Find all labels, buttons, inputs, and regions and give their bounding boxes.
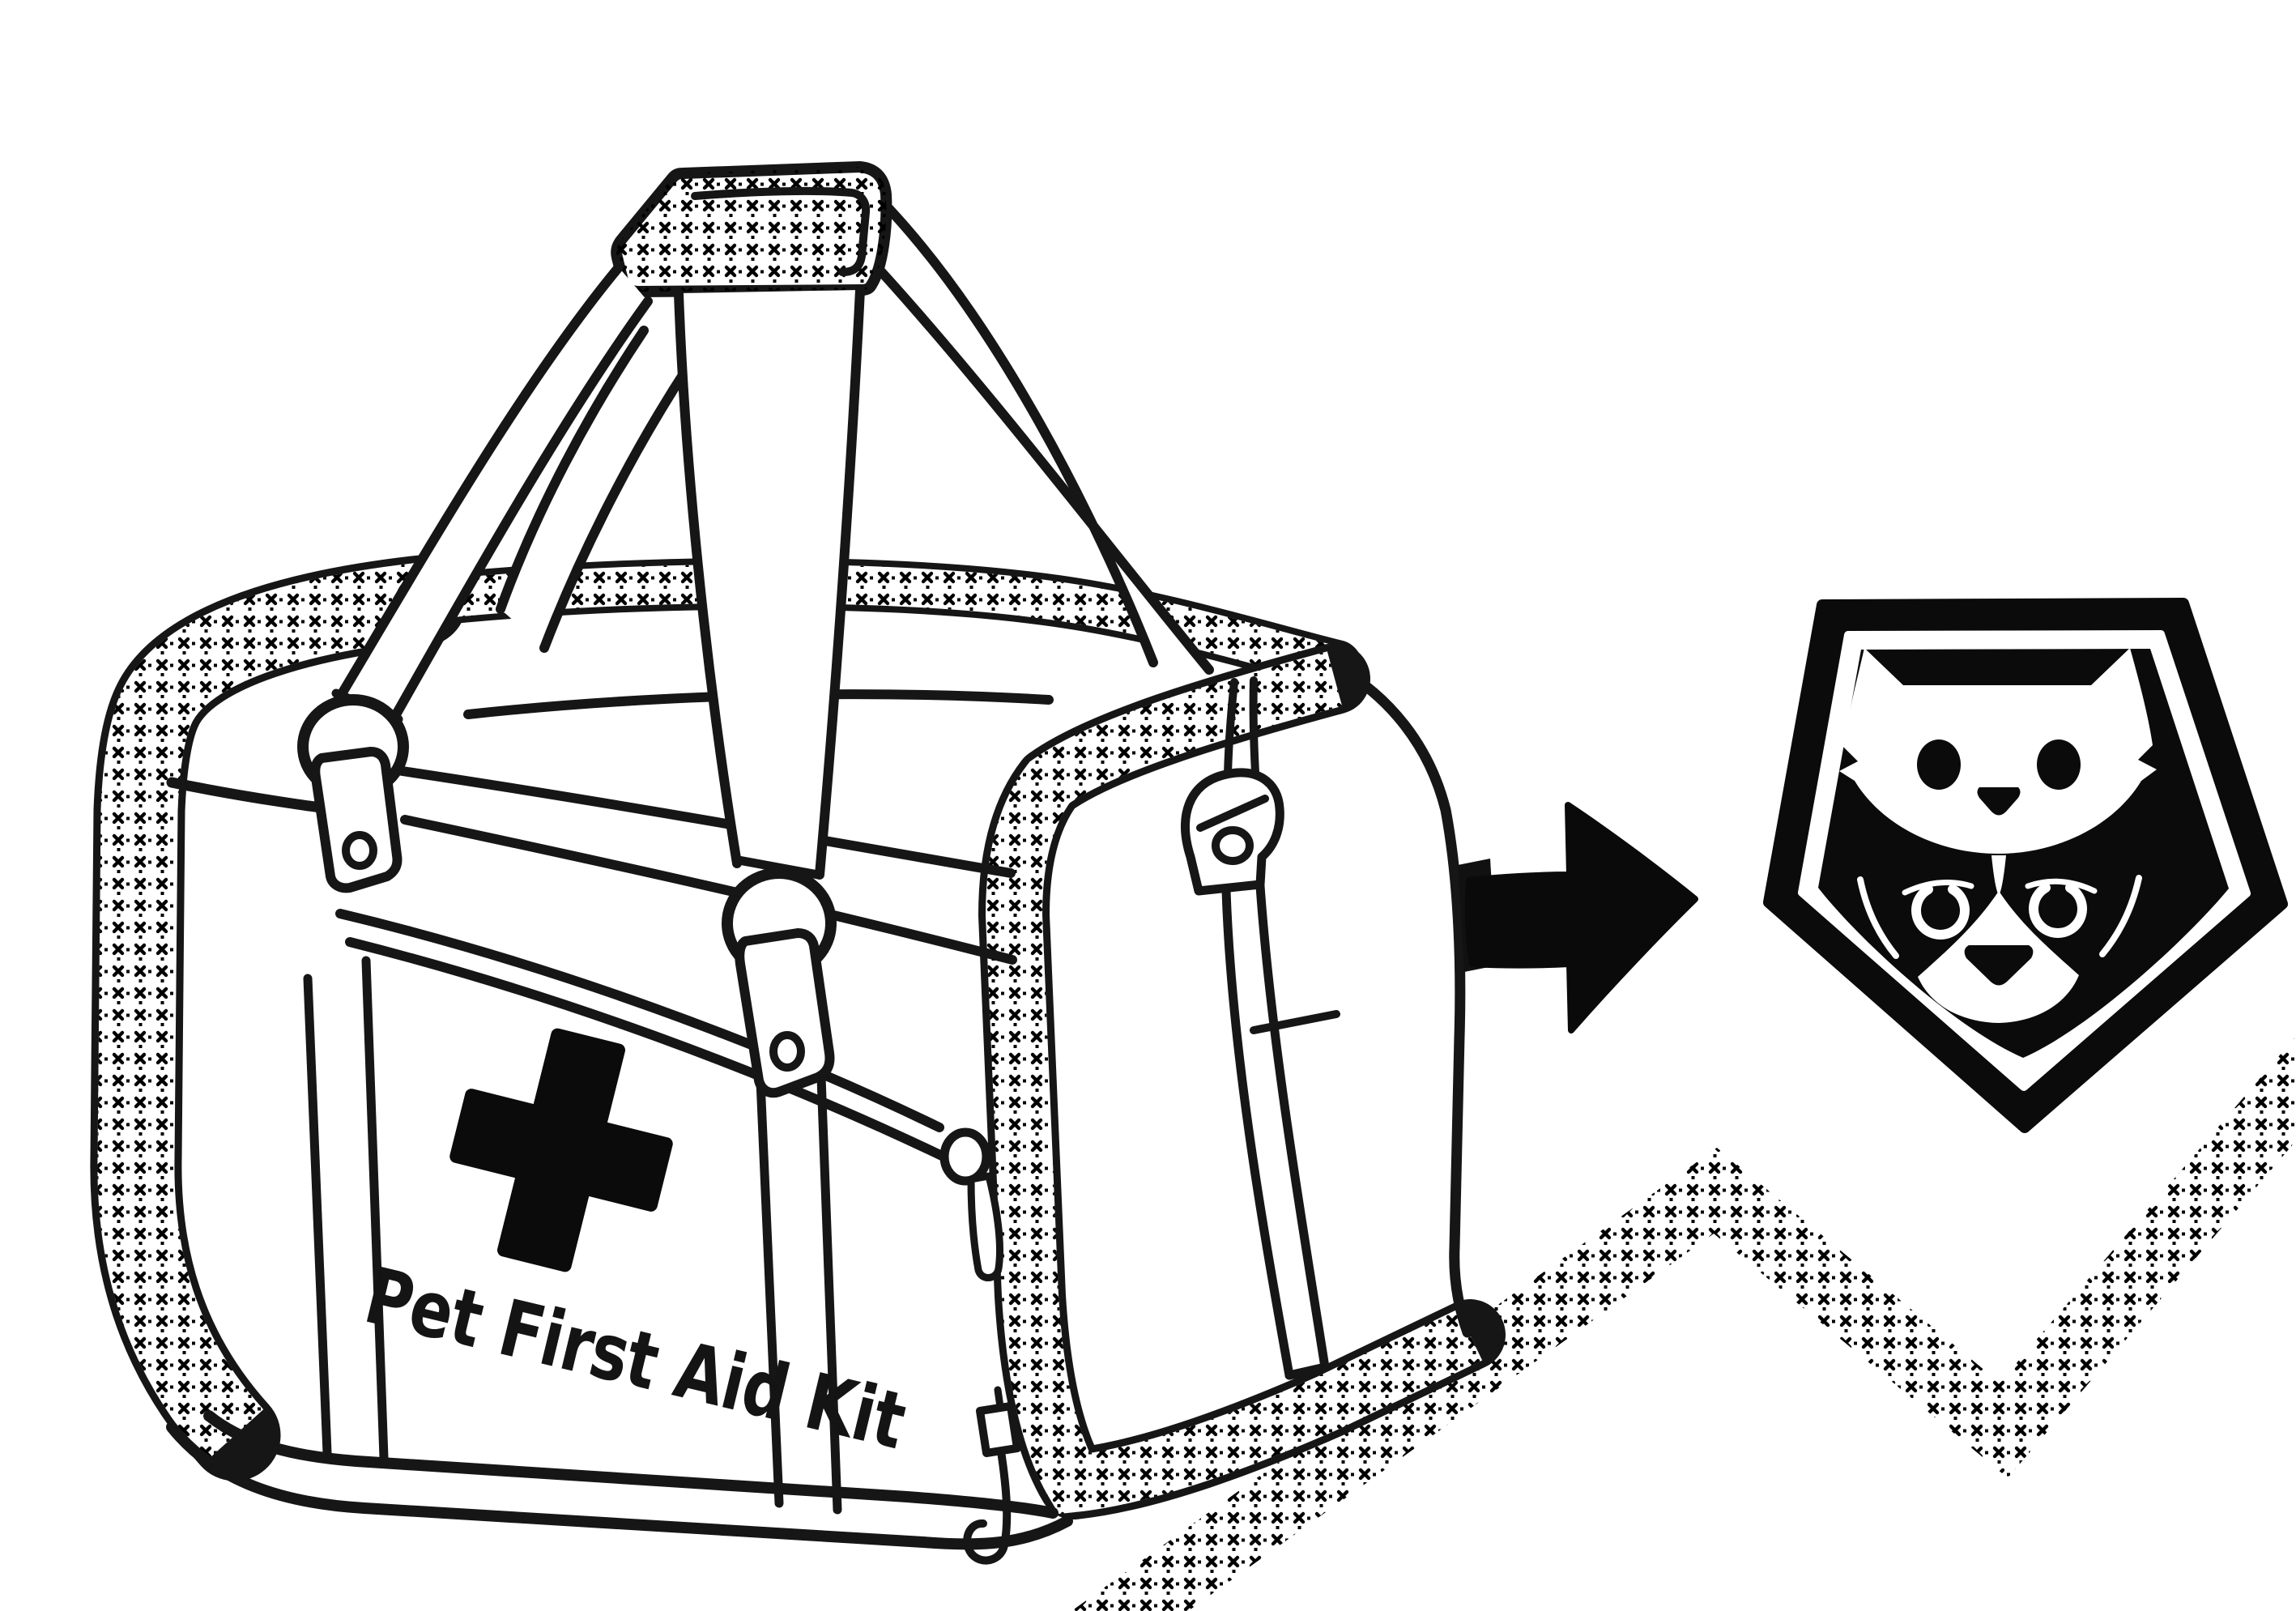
dog-brow-left [1902,880,1974,896]
bottom-zipper-pull-icon [963,1386,1021,1565]
zigzag-pattern-band [1071,1036,2296,1611]
back-strap-left [496,326,693,653]
cat-eye-left [1917,739,1961,790]
top-piping-band [395,557,1362,692]
dog-face-icon [1857,855,2142,1023]
dog-nose [1964,945,2034,986]
webbing-verticals [303,956,842,1515]
buckle-left [297,694,409,893]
dog-eye-left [1911,884,1970,940]
right-piping-band [978,643,1506,1519]
buckle-hole [342,831,377,870]
zipper-ring [939,1127,991,1186]
dog-brow-right [2025,878,2098,894]
cat-face-icon [1839,648,2157,854]
first-aid-cross-icon [449,1028,673,1272]
first-aid-bag: Pet First Aid Kit [90,161,1506,1565]
zipper-pull-icon [967,1172,1003,1281]
left-piping-band [90,555,467,1481]
carabiner-clip-icon [1181,676,1340,1380]
front-strap-right [674,285,865,880]
pet-badge-icon [1763,598,2288,1133]
dog-eye-right [2029,883,2087,938]
bottom-trim-lines [166,1410,1073,1550]
cat-eye-right [2037,739,2081,790]
buckle-hole [769,1031,805,1072]
dog-ear-gap-right [2099,875,2142,957]
buckle-right [722,867,837,1098]
front-pocket-zipper [335,909,1003,1281]
cat-nose [1977,787,2021,816]
arrow-icon [1464,802,1698,1034]
back-strap-right [874,204,1214,675]
dog-ear-gap-left [1857,876,1899,959]
